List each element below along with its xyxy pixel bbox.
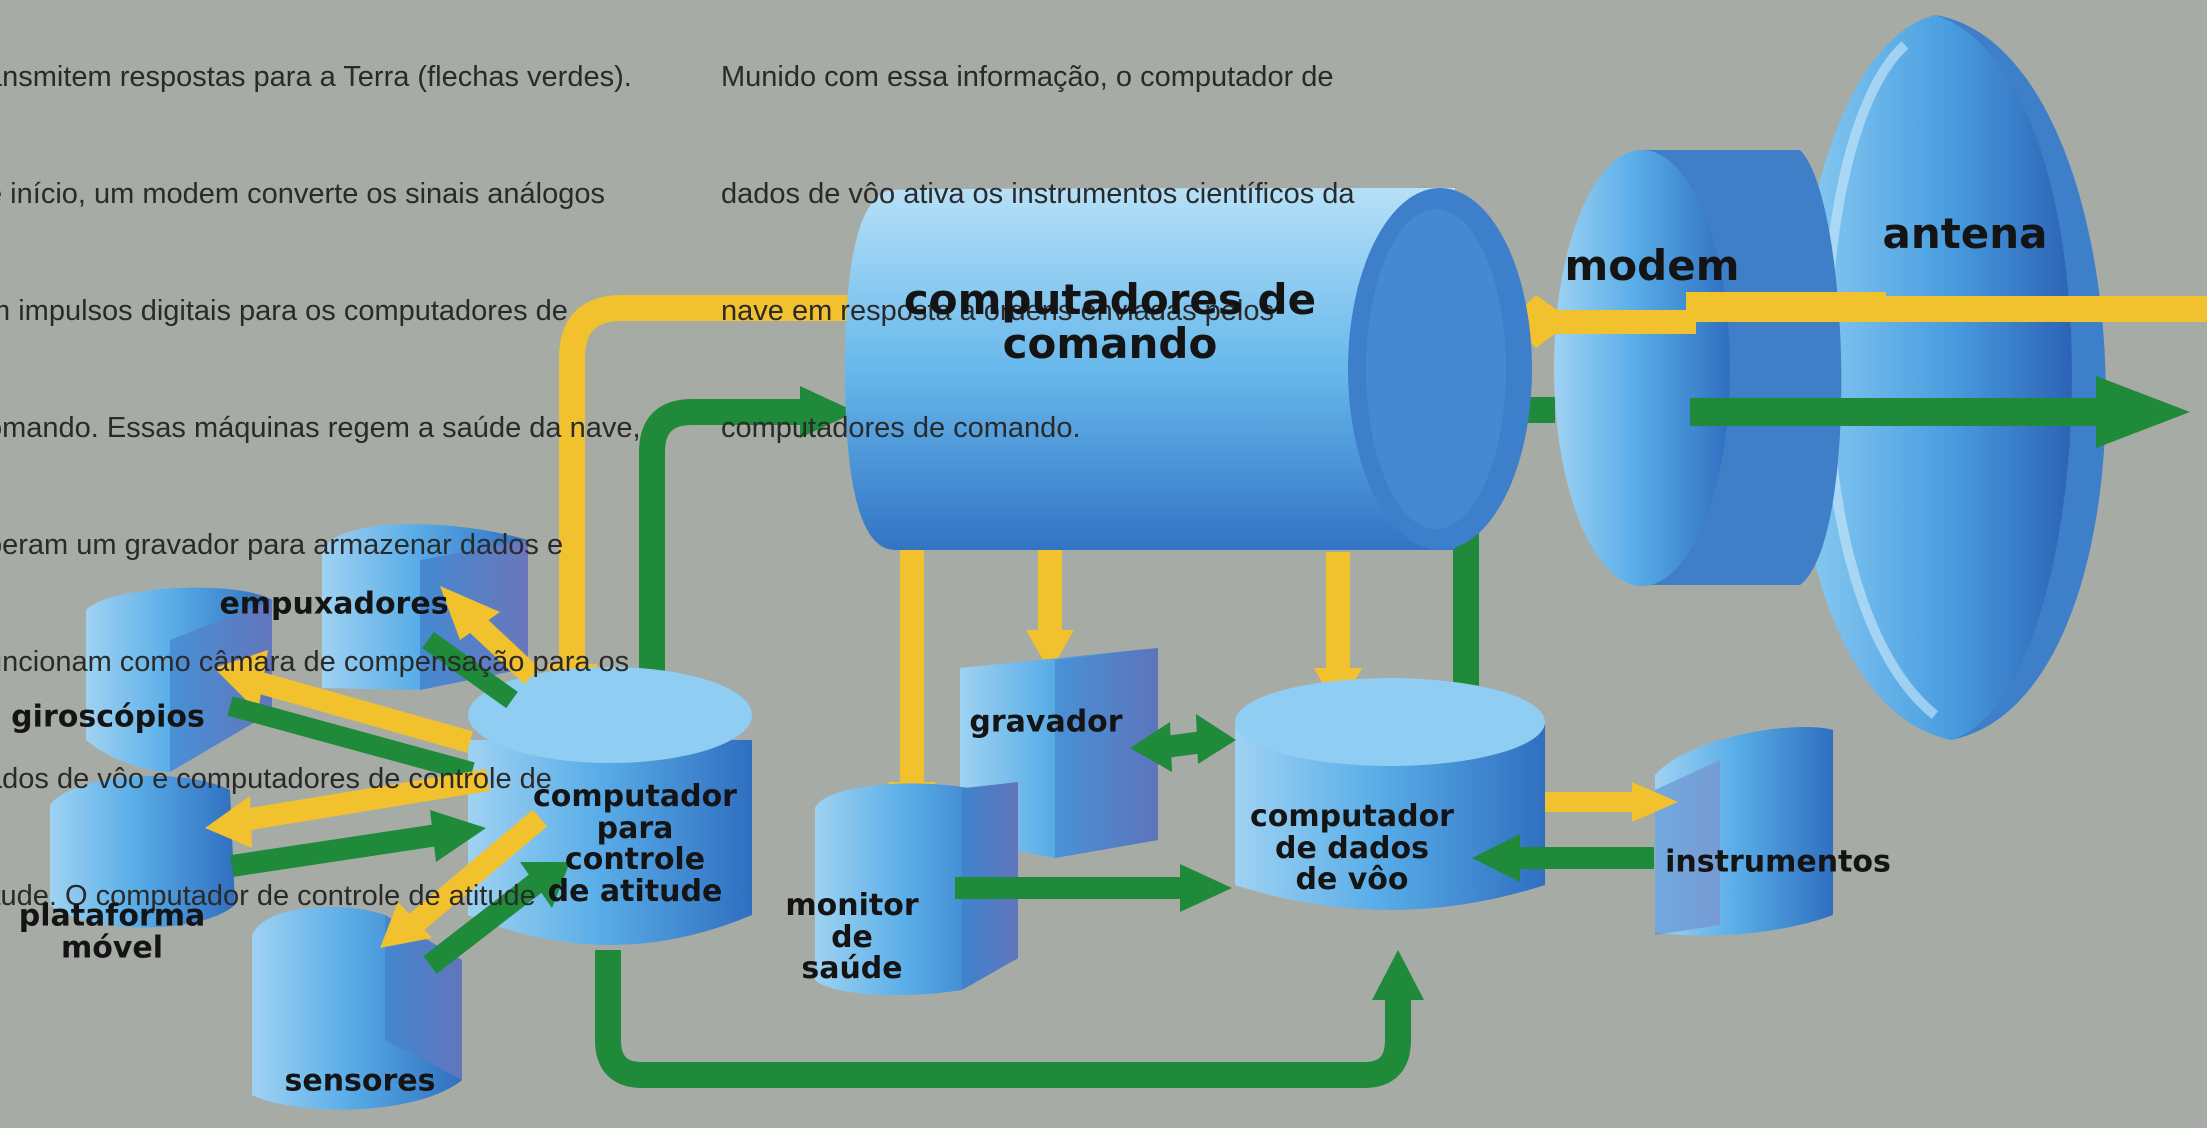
label-line: comando xyxy=(1002,319,1218,368)
label-line: computador xyxy=(1250,798,1454,834)
health-to-flight-arrowhead xyxy=(1180,864,1232,912)
label-line: plataforma xyxy=(18,898,206,934)
label-line: de vôo xyxy=(1295,861,1409,897)
modem-face xyxy=(1554,150,1730,586)
antenna-label: antena xyxy=(1882,208,2048,258)
label-line: móvel xyxy=(60,930,164,965)
sensors xyxy=(252,906,462,1110)
instruments-label: instrumentos xyxy=(1665,844,1891,880)
command-computers-label: computadores de comando xyxy=(903,274,1317,368)
sensors-label: sensores xyxy=(284,1063,436,1099)
label-line: de atitude xyxy=(547,873,723,909)
modem-to-antenna-shaft xyxy=(1690,398,2110,426)
flight-data-computer-body xyxy=(1235,725,1545,910)
attitude-to-command-arrowhead xyxy=(800,386,856,438)
paragraph-line: Munido com essa informação, o computador… xyxy=(721,61,1334,93)
label-line: de dados xyxy=(1275,830,1429,866)
intro-paragraph-left: ansmitem respostas para a Terra (flechas… xyxy=(0,0,641,955)
platform-to-attitude-arrow xyxy=(230,823,446,877)
attitude-to-thrusters-arrowhead xyxy=(440,586,500,640)
attitude-to-flight-loop-arrowhead xyxy=(1372,950,1424,1000)
paragraph-line: dados de vôo ativa os instrumentos cient… xyxy=(721,178,1355,210)
paragraph-line: ansmitem respostas para a Terra (flechas… xyxy=(0,61,632,93)
health-monitor-label: monitor de saúde xyxy=(785,890,918,985)
movable-platform-label: plataforma móvel xyxy=(18,898,206,965)
paragraph-line: m impulsos digitais para os computadores… xyxy=(0,295,568,327)
attitude-to-sensors-arrow xyxy=(404,809,548,935)
label-line: controle xyxy=(564,842,706,877)
recorder-label: gravador xyxy=(969,704,1123,740)
modem-to-antenna-arrowhead xyxy=(2096,376,2190,448)
instruments-to-flight-arrowhead xyxy=(1472,834,1520,882)
instruments xyxy=(1655,727,1833,936)
attitude-computer-label: computador para controle de atitude xyxy=(533,781,737,907)
command-computers-end-shade xyxy=(1366,209,1506,529)
paragraph-line: uncionam como câmara de compensação para… xyxy=(0,646,630,678)
attitude-to-gyros-arrow xyxy=(247,669,473,753)
modem xyxy=(1554,150,1842,586)
label-line: saúde xyxy=(801,950,903,986)
movable-platform-body xyxy=(50,775,235,928)
gyroscopes xyxy=(86,587,272,772)
paragraph-line: e início, um modem converte os sinais an… xyxy=(0,178,605,210)
label-line: computador xyxy=(533,779,737,814)
label-line: monitor xyxy=(785,887,919,923)
intro-paragraph-right: Munido com essa informação, o computador… xyxy=(721,0,1355,487)
paragraph-line: itude. O computador de controle de atitu… xyxy=(0,880,536,912)
command-computers xyxy=(845,188,1532,550)
thrusters-to-attitude-arrow xyxy=(422,631,518,709)
label-line: para xyxy=(596,810,674,846)
label-line: computadores de xyxy=(903,274,1317,324)
label-line: de xyxy=(831,919,873,955)
paragraph-line: nave em resposta a ordens enviadas pelos xyxy=(721,295,1274,327)
platform-to-attitude-arrowhead xyxy=(430,810,486,862)
attitude-to-platform-arrowhead xyxy=(205,796,252,848)
antenna xyxy=(1794,15,2106,740)
movable-platform xyxy=(50,775,235,928)
attitude-to-platform-arrow xyxy=(230,769,490,833)
attitude-to-thrusters-arrow xyxy=(460,607,540,685)
recorder-flight-arrowhead-right xyxy=(1196,714,1236,764)
paragraph-line: ados de vôo e computadores de controle d… xyxy=(0,763,552,795)
attitude-to-command-arrow xyxy=(639,399,810,720)
gyroscopes-face xyxy=(170,600,272,772)
attitude-to-flight-loop-arrow xyxy=(595,950,1411,1088)
modem-to-command-arrowhead xyxy=(1510,295,1560,348)
recorder-flight-arrowhead-left xyxy=(1130,722,1172,772)
antenna-dish xyxy=(1794,15,2072,740)
modem-to-command-shaft xyxy=(1540,310,1696,334)
flight-data-computer-top xyxy=(1235,678,1545,766)
paragraph-line: omando. Essas máquinas regem a saúde da … xyxy=(0,412,641,444)
attitude-to-sensors-arrowhead xyxy=(380,902,432,948)
gyroscopes-label: giroscópios xyxy=(11,699,205,735)
thrusters-label: empuxadores xyxy=(219,586,449,622)
modem-label: modem xyxy=(1564,240,1740,290)
command-to-attitude-arrow xyxy=(559,295,860,672)
gyros-to-attitude-arrow xyxy=(227,696,475,782)
command-to-recorder-arrowhead xyxy=(1026,630,1074,672)
flight-to-instruments-arrowhead xyxy=(1632,782,1678,822)
sensors-to-attitude-arrow xyxy=(423,871,547,974)
paragraph-line: peram um gravador para armazenar dados e xyxy=(0,529,564,561)
antenna-to-modem-shaft xyxy=(1690,296,2207,322)
flight-data-computer xyxy=(1235,678,1545,910)
paragraph-line: computadores de comando. xyxy=(721,412,1081,444)
attitude-to-gyros-arrowhead xyxy=(214,650,268,712)
sensors-to-attitude-arrowhead xyxy=(520,862,570,908)
recorder-face xyxy=(1055,648,1158,858)
flight-data-computer-label: computador de dados de vôo xyxy=(1250,801,1454,896)
attitude-computer-top xyxy=(468,667,752,763)
command-computers-body xyxy=(845,188,1455,550)
